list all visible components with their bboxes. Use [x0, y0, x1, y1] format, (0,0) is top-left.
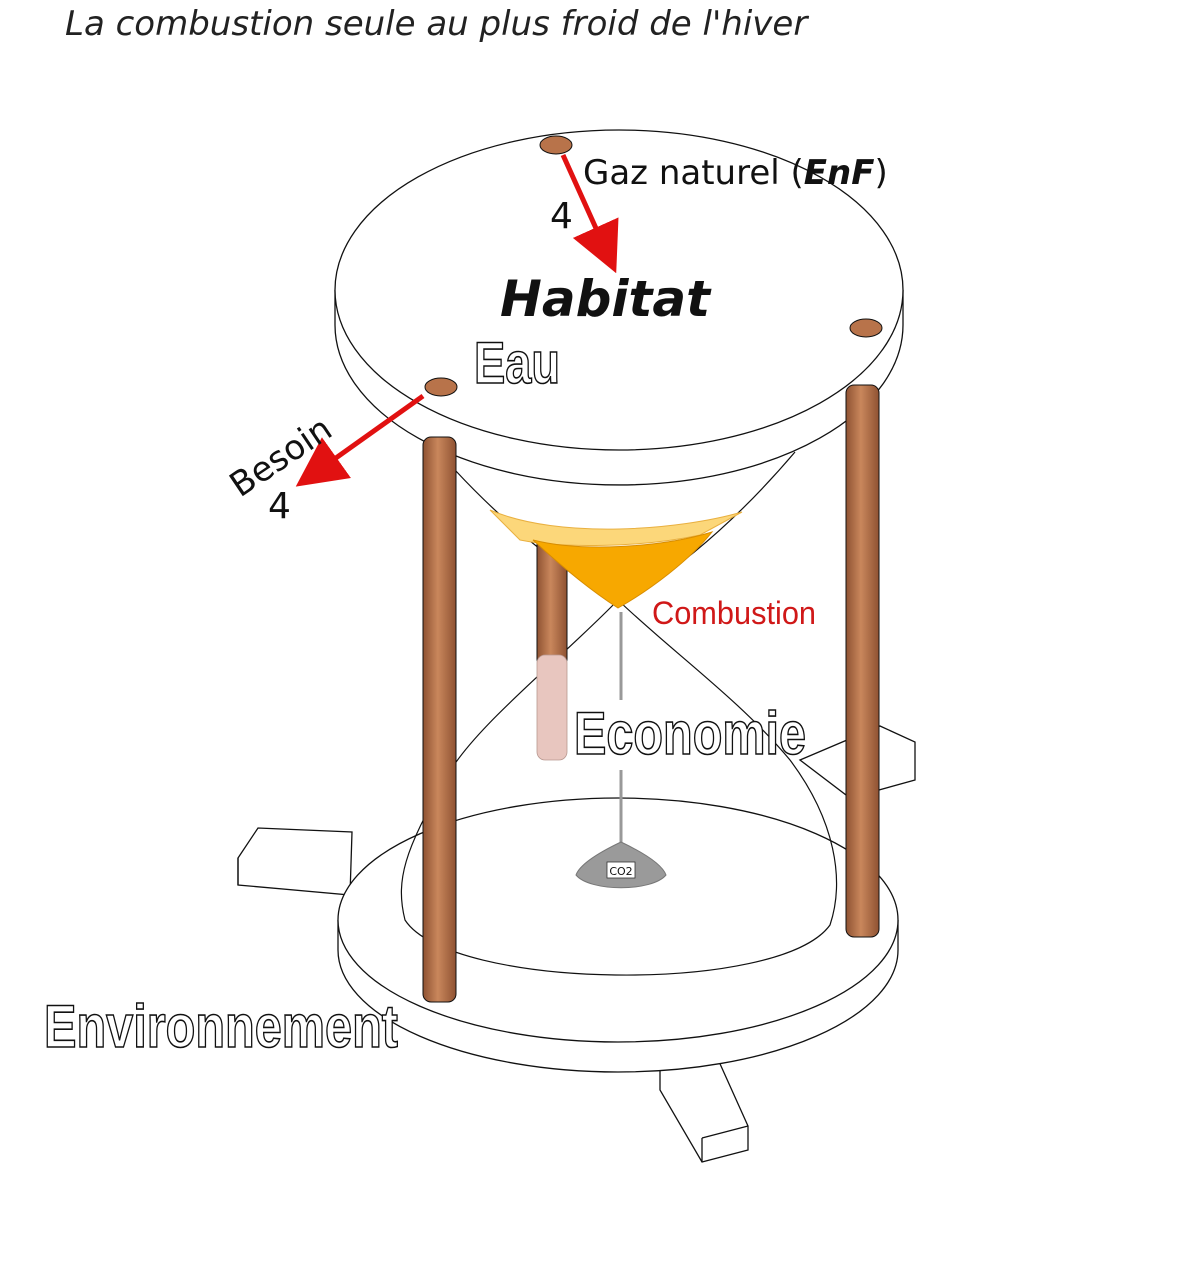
fuel-body: [532, 531, 714, 609]
peg-right: [849, 318, 883, 338]
left-pillar: [422, 436, 457, 1003]
diagram-title: La combustion seule au plus froid de l'h…: [65, 4, 809, 44]
right-pillar: [845, 384, 880, 938]
habitat-label: Habitat: [500, 270, 712, 328]
fuel-surface: [489, 509, 743, 546]
combustion-label: Combustion: [652, 595, 816, 631]
top-plate: [334, 129, 904, 486]
peg-left: [424, 377, 458, 397]
gas-value: 4: [550, 196, 573, 237]
co2-tag: [606, 861, 636, 879]
base-stand: [237, 725, 916, 1163]
environment-label: Environnement: [44, 993, 398, 1060]
back-pillar-faded: [536, 654, 568, 761]
co2-label: CO2: [609, 865, 632, 878]
gas-label: Gaz naturel (EnF): [583, 153, 888, 193]
water-label: Eau: [474, 331, 560, 396]
peg-top: [539, 135, 573, 155]
economy-label: Economie: [574, 700, 806, 767]
need-output-arrow: [295, 393, 425, 487]
need-value: 4: [268, 486, 291, 527]
gas-input-arrow: [560, 153, 619, 274]
